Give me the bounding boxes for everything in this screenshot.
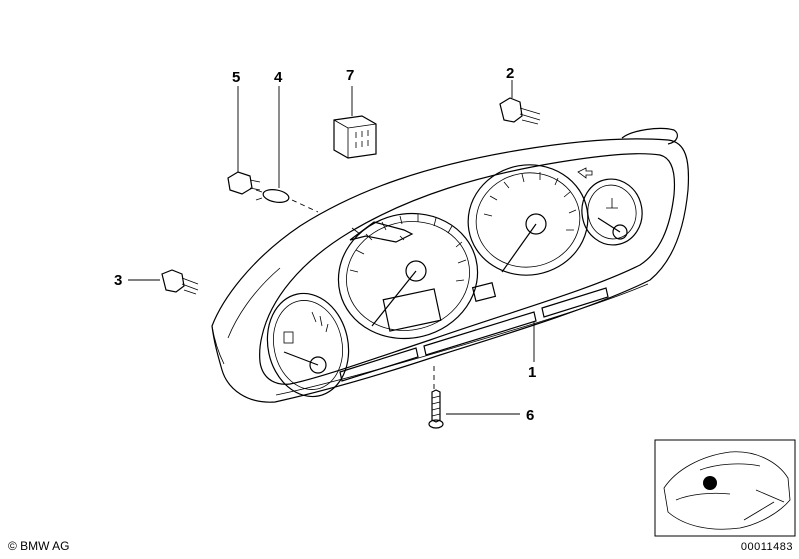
diagram-reference-number: 00011483 (740, 541, 793, 553)
bulb-part-4 (255, 189, 290, 203)
callout-4: 4 (274, 69, 283, 86)
callout-2: 2 (506, 65, 514, 82)
temperature-gauge (577, 167, 643, 246)
bulb-socket-part-2 (499, 97, 541, 125)
indicator-strips (339, 287, 609, 382)
callout-3: 3 (114, 272, 122, 289)
vehicle-locator-thumbnail (654, 439, 796, 537)
top-clip (349, 221, 414, 243)
speedometer (337, 212, 479, 340)
screw-part-6 (428, 389, 444, 429)
connector-part-7 (333, 115, 377, 159)
callout-5: 5 (232, 69, 240, 86)
copyright-label: © BMW AG (8, 539, 70, 553)
callout-7: 7 (346, 67, 354, 84)
instrument-cluster-housing (211, 127, 690, 403)
fuel-gauge (266, 292, 350, 398)
tachometer (467, 164, 589, 302)
bulb-socket-part-3 (161, 269, 199, 295)
leader-lines (128, 80, 535, 415)
callout-1: 1 (528, 364, 536, 381)
location-marker (703, 476, 717, 490)
callout-6: 6 (526, 407, 534, 424)
bulb-socket-part-5 (227, 171, 261, 195)
